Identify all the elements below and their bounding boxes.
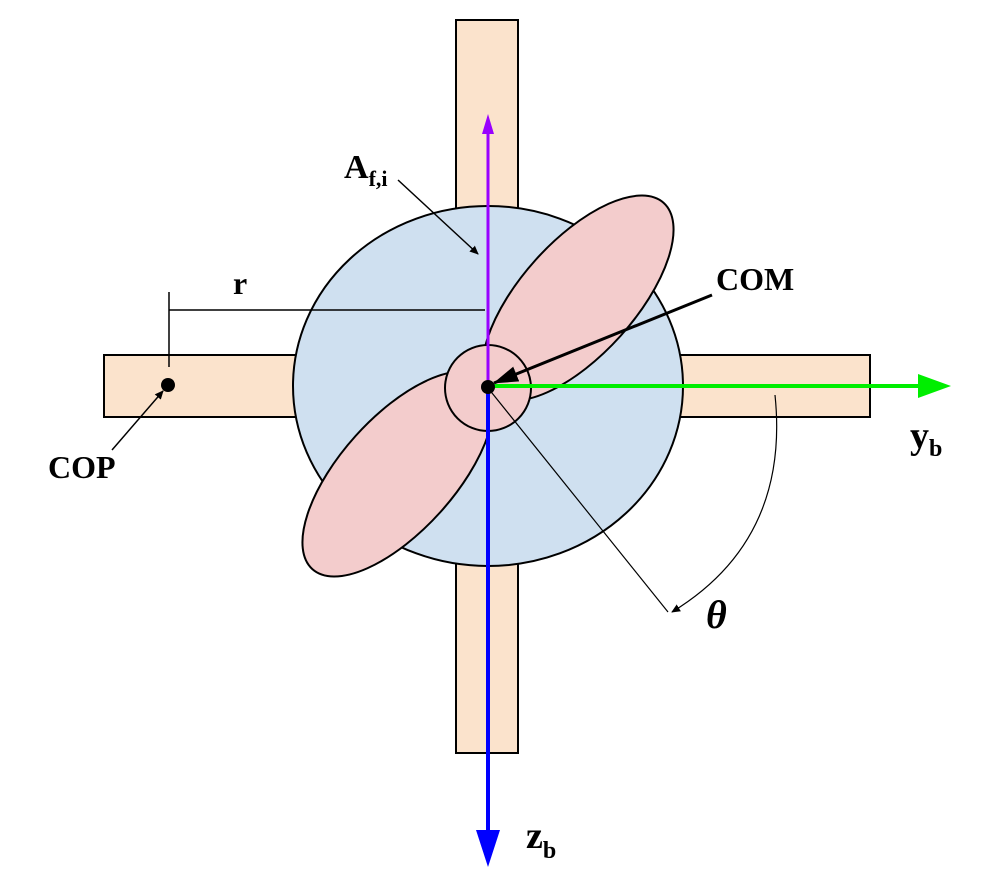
angle-ray-line — [487, 387, 669, 613]
up-axis-arrowhead — [482, 114, 494, 134]
cop-point — [161, 378, 175, 392]
com-point — [481, 380, 495, 394]
radius-label: r — [233, 265, 247, 301]
cop-leader-arrow — [111, 390, 164, 451]
cop-label: COP — [48, 449, 116, 485]
com-leader-arrow — [493, 293, 713, 385]
y-axis-label: yb — [910, 415, 942, 462]
com-label: COM — [716, 261, 794, 297]
z-axis-arrowhead — [476, 830, 500, 867]
radius-dimension-line — [168, 292, 485, 367]
arm-left — [103, 354, 305, 418]
y-axis-arrowhead — [918, 374, 951, 398]
z-axis-label: zb — [526, 815, 556, 864]
area-leader-arrow — [397, 179, 479, 255]
angle-label: θ — [706, 592, 727, 637]
area-label: Af,i — [344, 149, 388, 191]
angle-arc — [671, 394, 778, 613]
